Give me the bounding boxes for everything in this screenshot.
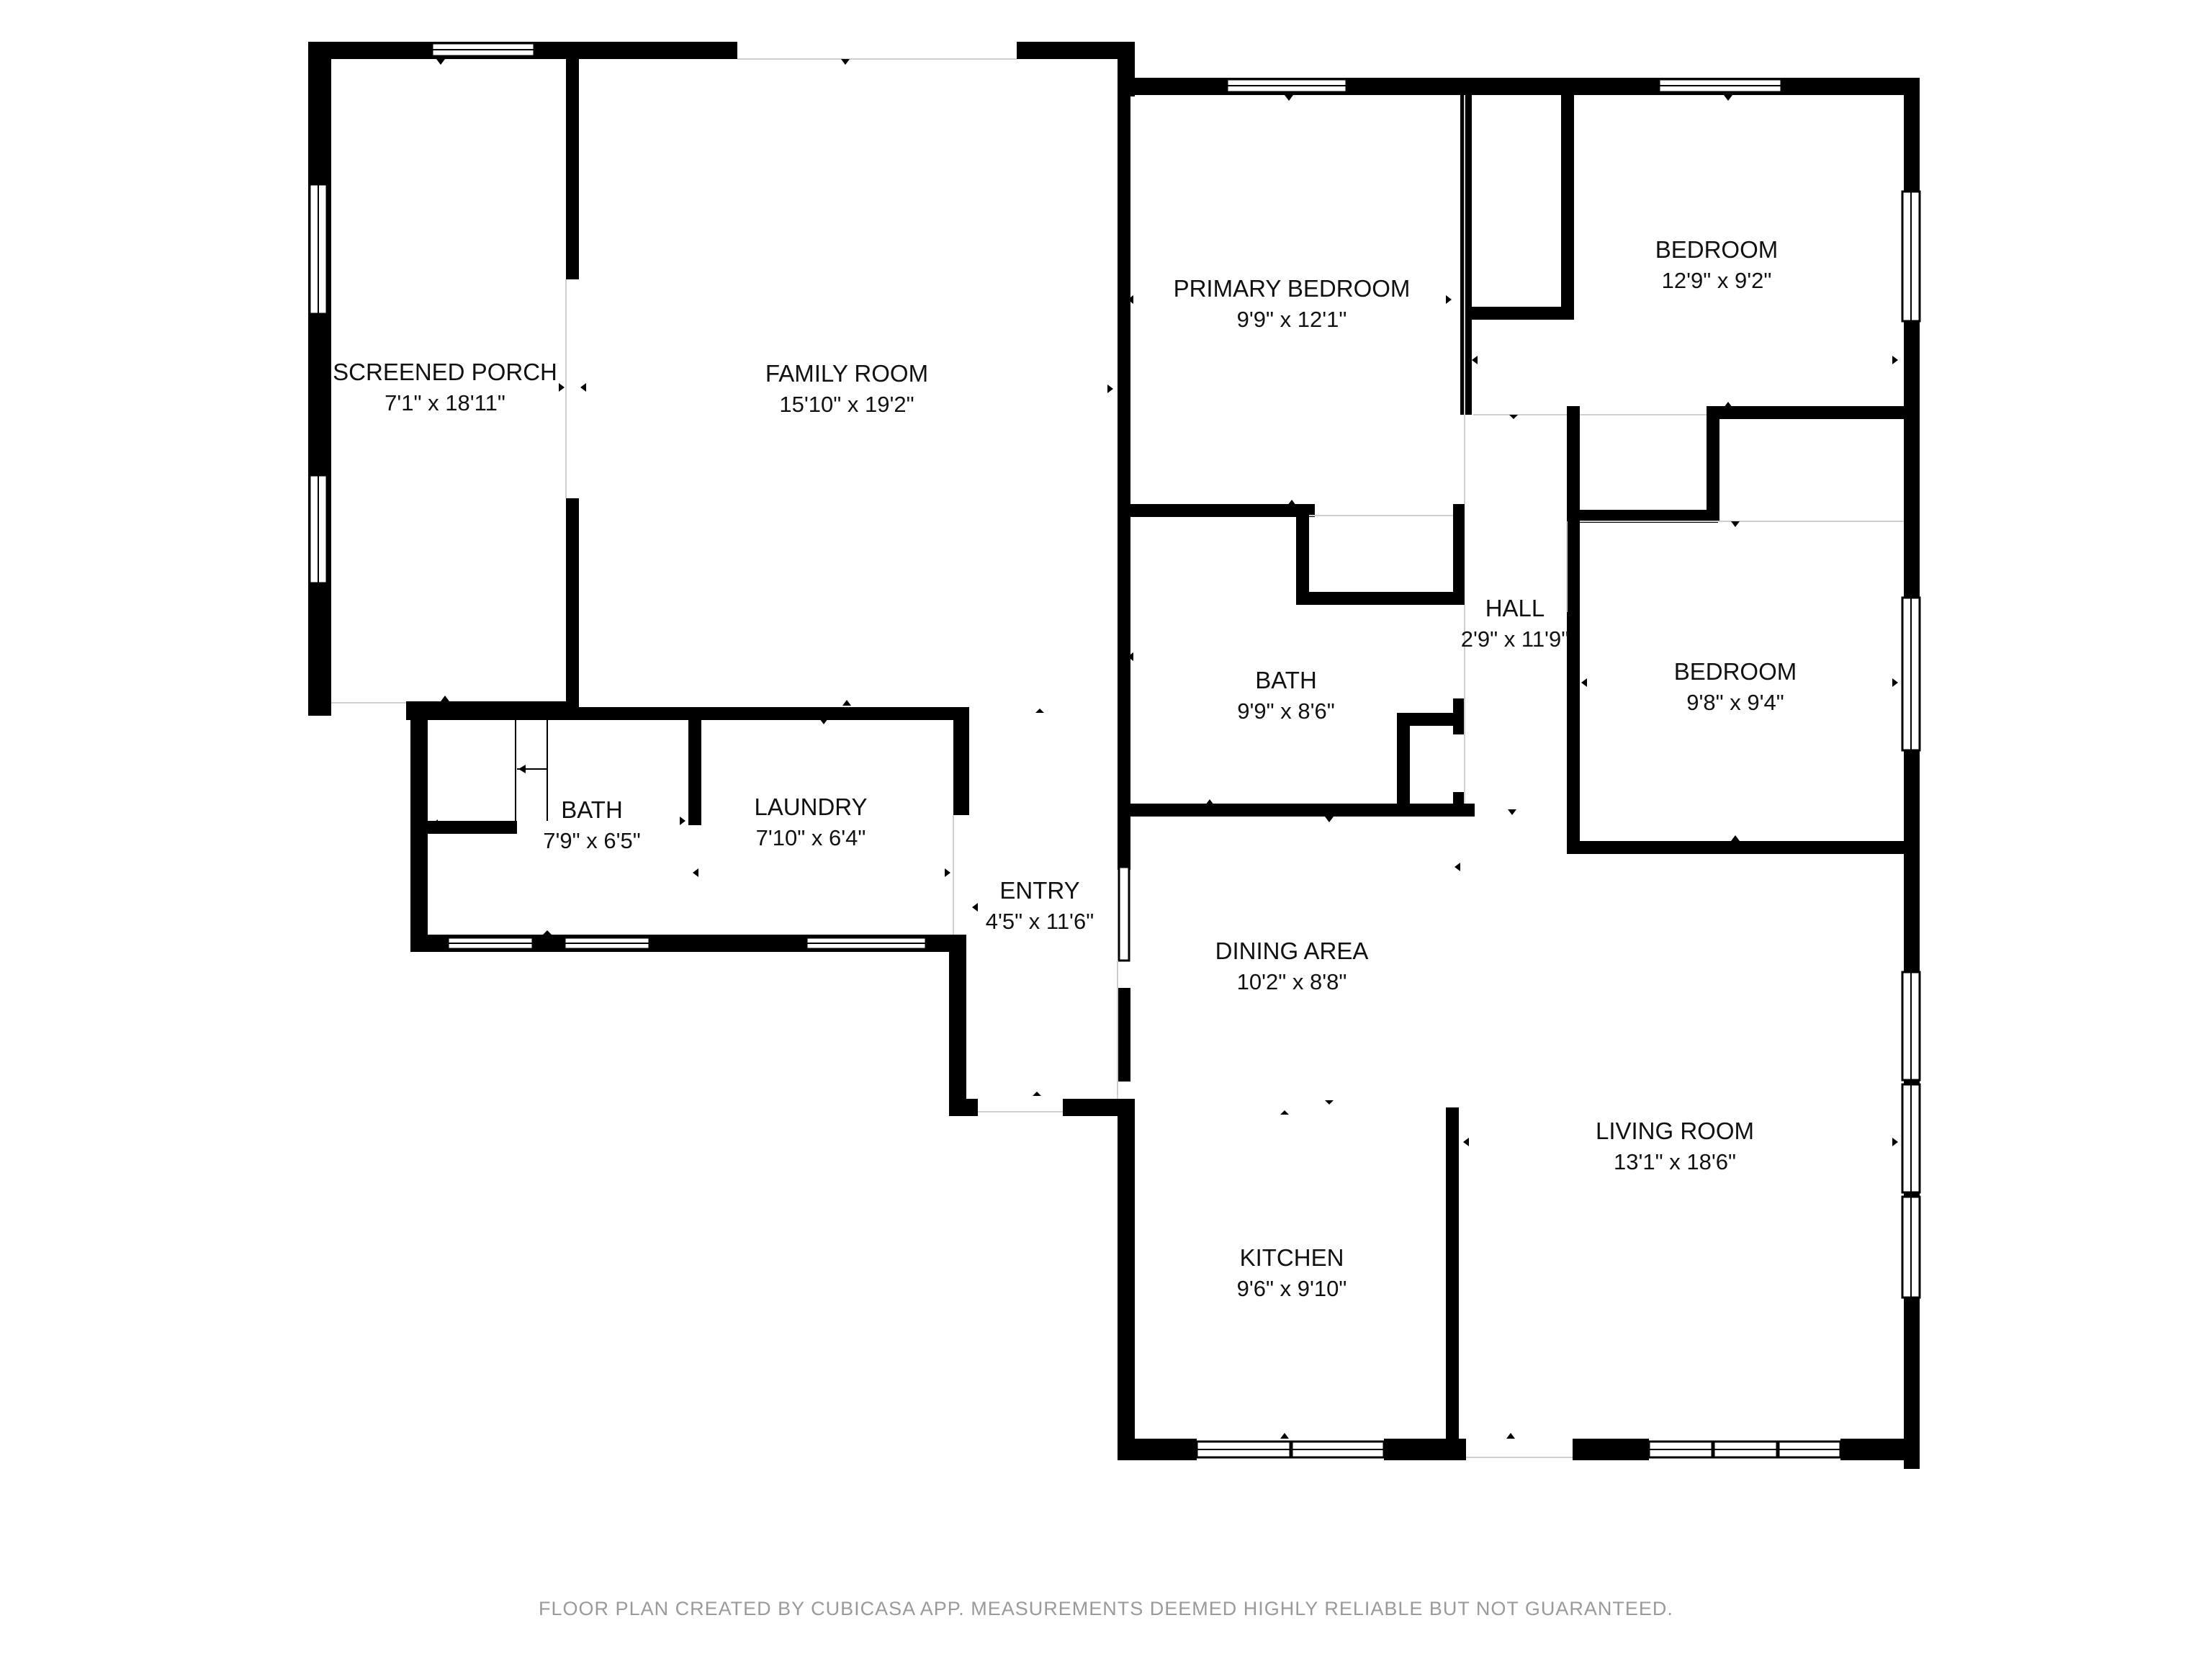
room-dims-kitchen: 9'6" x 9'10" xyxy=(1237,1276,1347,1301)
room-name-primary-bedroom: PRIMARY BEDROOM xyxy=(1174,275,1411,302)
room-name-bath-main: BATH xyxy=(1255,667,1317,693)
windows xyxy=(308,42,1921,1459)
room-labels: SCREENED PORCH 7'1" x 18'11" FAMILY ROOM… xyxy=(333,236,1797,1301)
room-dims-bedroom-2: 9'8" x 9'4" xyxy=(1686,690,1784,715)
room-dims-laundry: 7'10" x 6'4" xyxy=(756,825,866,850)
room-dims-dining-area: 10'2" x 8'8" xyxy=(1237,969,1347,994)
room-dims-primary-bedroom: 9'9" x 12'1" xyxy=(1237,307,1347,332)
room-dims-screened-porch: 7'1" x 18'11" xyxy=(385,390,505,415)
room-name-family-room: FAMILY ROOM xyxy=(765,360,928,387)
room-name-entry: ENTRY xyxy=(999,877,1079,904)
room-name-kitchen: KITCHEN xyxy=(1240,1244,1344,1271)
footer-disclaimer: FLOOR PLAN CREATED BY CUBICASA APP. MEAS… xyxy=(539,1598,1673,1619)
room-name-dining-area: DINING AREA xyxy=(1215,938,1369,964)
room-dims-bath-small: 7'9" x 6'5" xyxy=(543,828,641,853)
openings xyxy=(331,58,1904,1458)
dimension-markers xyxy=(432,59,1898,1439)
room-name-bedroom-2: BEDROOM xyxy=(1674,658,1797,685)
room-dims-bedroom-1: 12'9" x 9'2" xyxy=(1662,268,1772,293)
room-dims-hall: 2'9" x 11'9" xyxy=(1461,626,1569,652)
room-dims-bath-main: 9'9" x 8'6" xyxy=(1237,698,1335,724)
room-name-hall: HALL xyxy=(1485,595,1545,621)
room-name-bath-small: BATH xyxy=(561,796,623,823)
room-name-living-room: LIVING ROOM xyxy=(1596,1118,1754,1144)
room-name-laundry: LAUNDRY xyxy=(754,793,867,820)
room-name-bedroom-1: BEDROOM xyxy=(1655,236,1779,263)
room-dims-living-room: 13'1" x 18'6" xyxy=(1614,1149,1736,1174)
room-name-screened-porch: SCREENED PORCH xyxy=(333,359,557,385)
room-dims-entry: 4'5" x 11'6" xyxy=(986,909,1094,934)
room-dims-family-room: 15'10" x 19'2" xyxy=(779,392,914,417)
